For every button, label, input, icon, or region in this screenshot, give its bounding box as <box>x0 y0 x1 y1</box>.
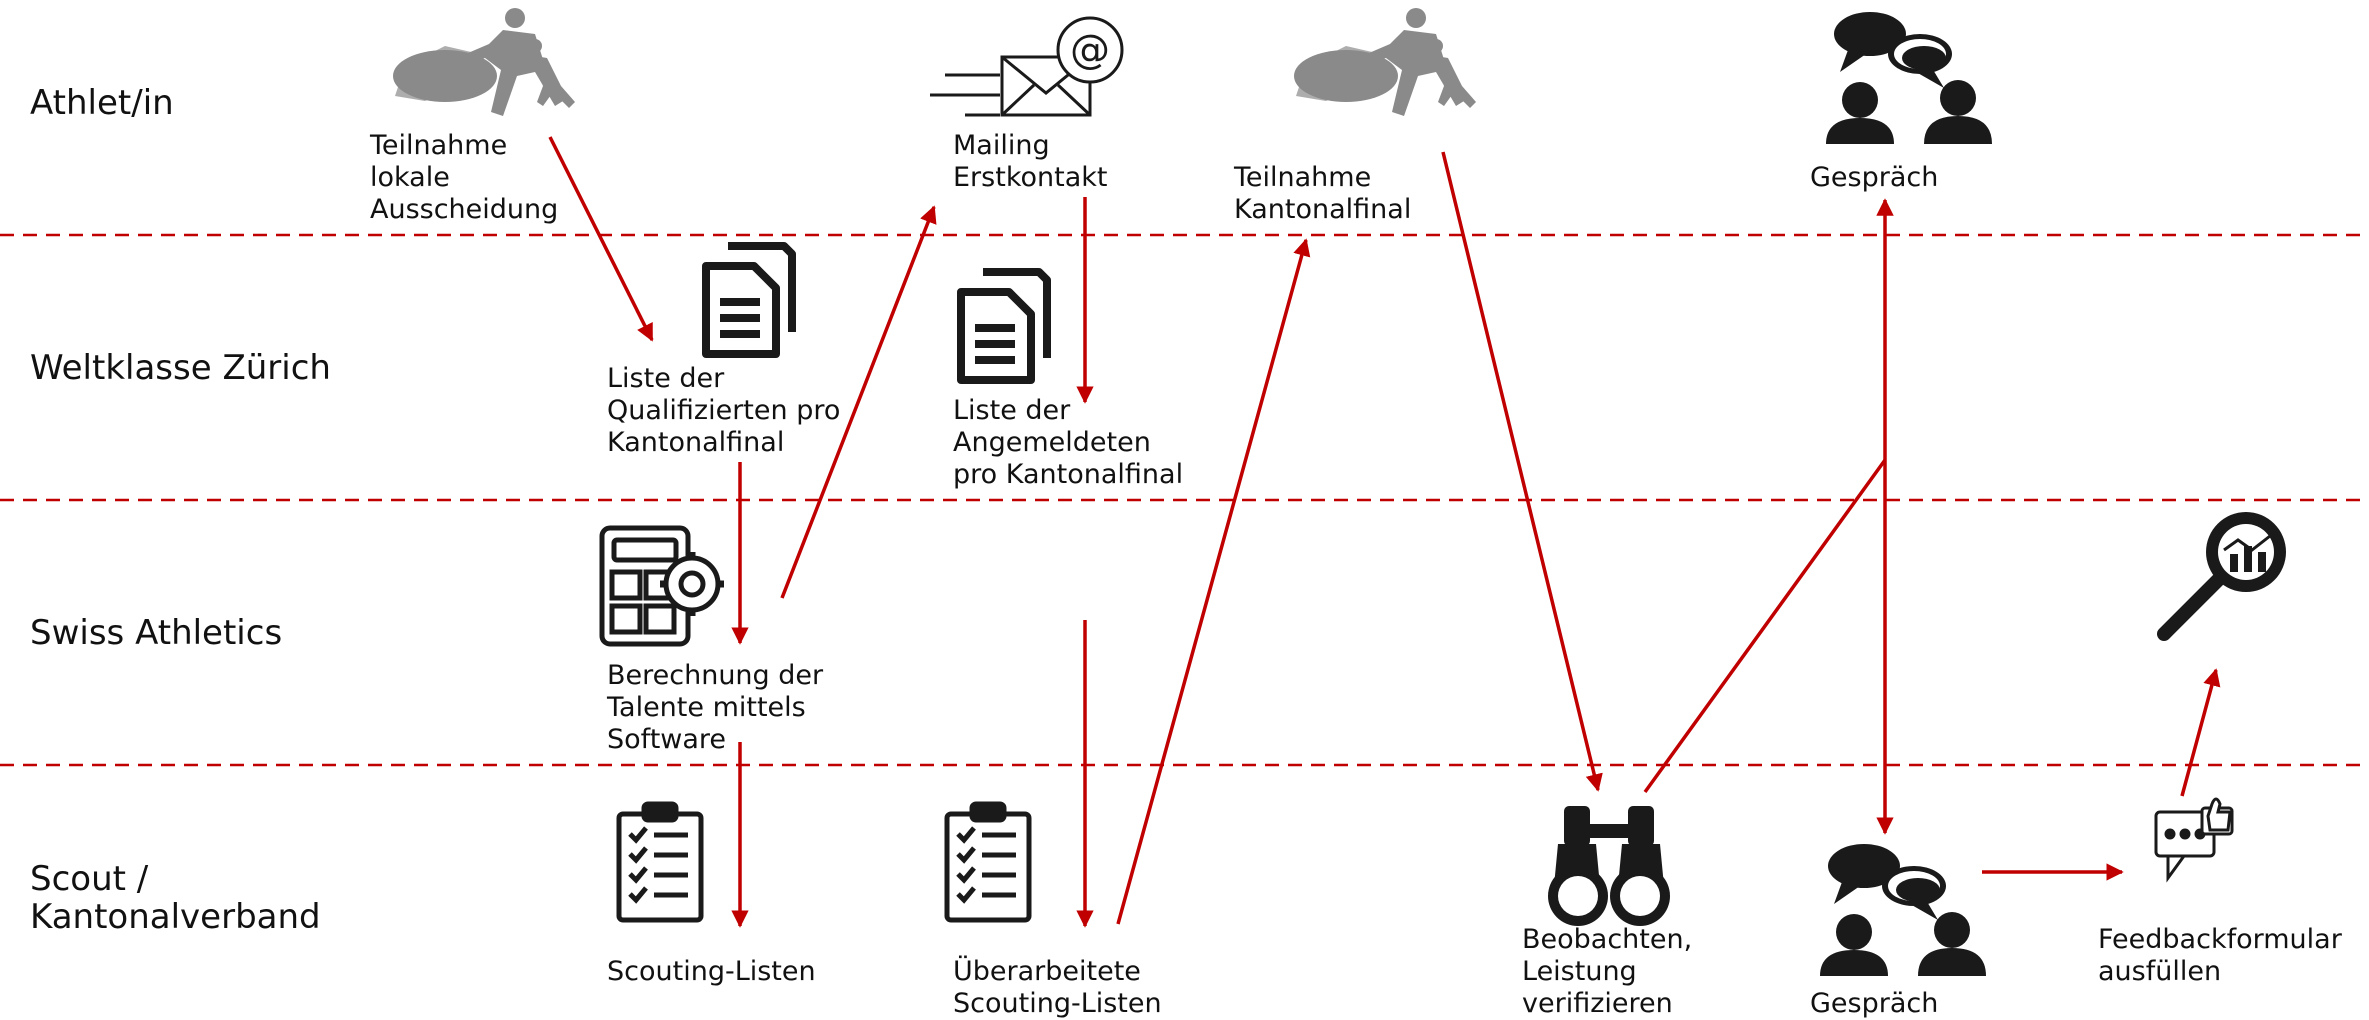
node-gespraech-scout: Gespräch <box>1810 988 1939 1019</box>
documents-icon <box>957 268 1051 384</box>
lane-label-scout: Scout / Kantonalverband <box>30 859 321 937</box>
node-mailing: Mailing Erstkontakt <box>953 130 1108 193</box>
node-teilnahme-kantonal: Teilnahme Kantonalfinal <box>1234 162 1412 225</box>
node-scouting-listen: Scouting-Listen <box>607 956 816 987</box>
conversation-icon <box>1820 844 1986 976</box>
node-ueberarbeitete: Überarbeitete Scouting-Listen <box>953 956 1162 1019</box>
node-gespraech-athlet: Gespräch <box>1810 162 1939 193</box>
lane-label-swiss-athletics: Swiss Athletics <box>30 613 283 653</box>
node-teilnahme-lokal: Teilnahme lokale Ausscheidung <box>370 130 559 225</box>
runners-icon <box>393 8 575 116</box>
binoculars-icon <box>1548 806 1670 926</box>
documents-icon <box>702 242 796 358</box>
lane-label-weltklasse: Weltklasse Zürich <box>30 348 331 388</box>
email-icon: @ <box>930 16 1124 117</box>
node-feedback: Feedbackformular ausfüllen <box>2098 924 2342 987</box>
node-liste-angemeldete: Liste der Angemeldeten pro Kantonalfinal <box>953 395 1184 490</box>
runners-icon <box>1294 8 1476 116</box>
arrow-feedback-to-analysis <box>2180 668 2221 797</box>
lane-label-athlete: Athlet/in <box>30 83 174 123</box>
clipboard-checklist-icon <box>944 801 1032 923</box>
clipboard-checklist-icon <box>616 801 704 923</box>
magnifier-chart-icon <box>2157 512 2286 641</box>
arrow-berechnung-to-mailing <box>780 205 937 599</box>
arrow-kantonal-to-beobachten <box>1441 151 1603 792</box>
svg-text:@: @ <box>1070 27 1110 73</box>
node-beobachten: Beobachten, Leistung verifizieren <box>1522 924 1693 1019</box>
line-beobachten-to-gespraech <box>1643 458 1887 794</box>
conversation-icon <box>1826 12 1992 144</box>
feedback-form-icon <box>2154 797 2234 883</box>
arrow-teilnahme-to-liste <box>548 136 654 342</box>
node-liste-qualifizierte: Liste der Qualifizierten pro Kantonalfin… <box>607 363 841 458</box>
arrow-ueberarbeitete-to-kantonal <box>1116 238 1311 925</box>
calculator-gear-icon <box>599 525 724 647</box>
node-berechnung: Berechnung der Talente mittels Software <box>607 660 824 755</box>
